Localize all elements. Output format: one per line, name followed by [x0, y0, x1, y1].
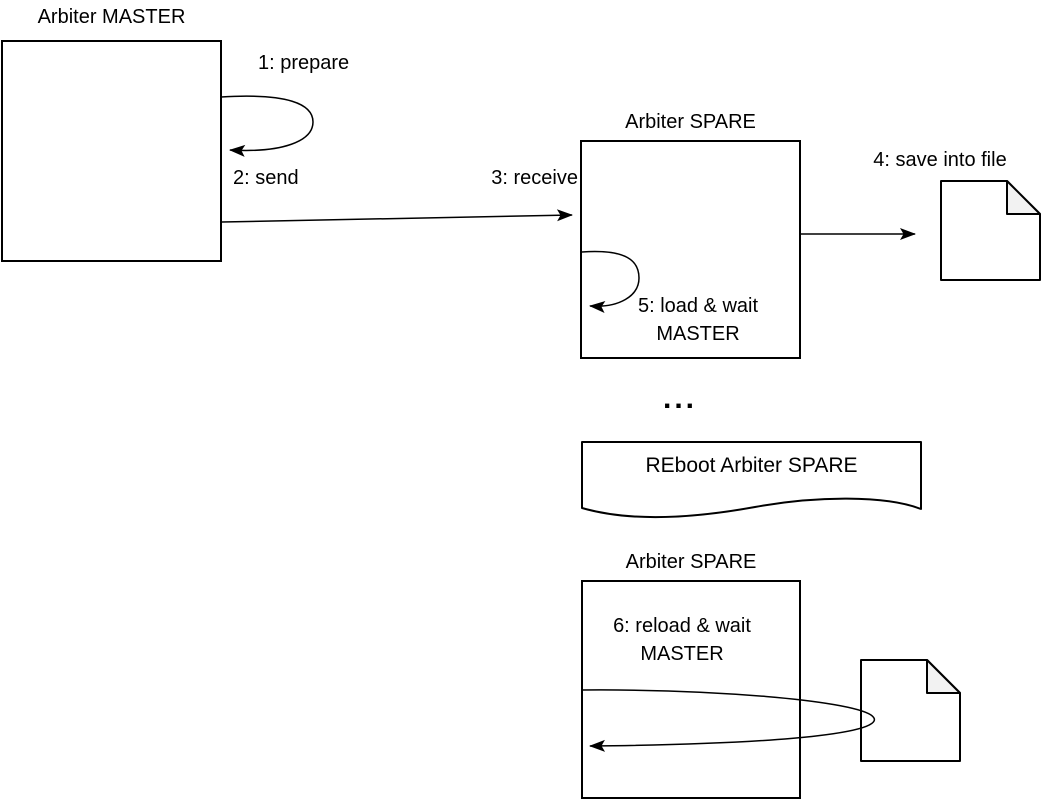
send-receive-arrow [221, 209, 573, 223]
ellipsis-label: ... [662, 382, 697, 415]
spare-top-node-box [580, 140, 801, 359]
file-bottom-icon [860, 659, 961, 762]
edge-label-load-wait-line1: 5: load & wait [637, 295, 759, 317]
reload-loop-arrow [581, 689, 876, 752]
edge-label-load-wait-line2: MASTER [656, 323, 740, 345]
prepare-self-loop-arrow [220, 95, 314, 157]
edge-label-reload-wait-line2: MASTER [640, 643, 724, 665]
file-bottom-fold [926, 659, 961, 694]
edge-label-save-into-file: 4: save into file [873, 149, 1007, 171]
file-top-icon [940, 180, 1041, 281]
edge-label-receive: 3: receive [491, 167, 578, 189]
file-bottom-body [860, 659, 961, 762]
edge-label-reload-wait-line1: 6: reload & wait [613, 615, 751, 637]
reboot-note-label: REboot Arbiter SPARE [645, 454, 858, 477]
reboot-document-shape [581, 441, 922, 519]
file-top-fold [1006, 180, 1041, 215]
spare-bottom-node-title: Arbiter SPARE [625, 551, 757, 573]
edge-label-send: 2: send [233, 167, 299, 189]
master-node-title: Arbiter MASTER [37, 6, 186, 28]
edge-label-prepare: 1: prepare [258, 52, 350, 74]
spare-top-node-title: Arbiter SPARE [625, 111, 756, 133]
edge-label-reload-wait: 6: reload & wait MASTER [582, 612, 782, 668]
load-wait-self-loop-arrow [581, 250, 640, 314]
master-node-box [1, 40, 222, 262]
file-top-body [940, 180, 1041, 281]
edge-label-load-wait: 5: load & wait MASTER [598, 292, 798, 348]
